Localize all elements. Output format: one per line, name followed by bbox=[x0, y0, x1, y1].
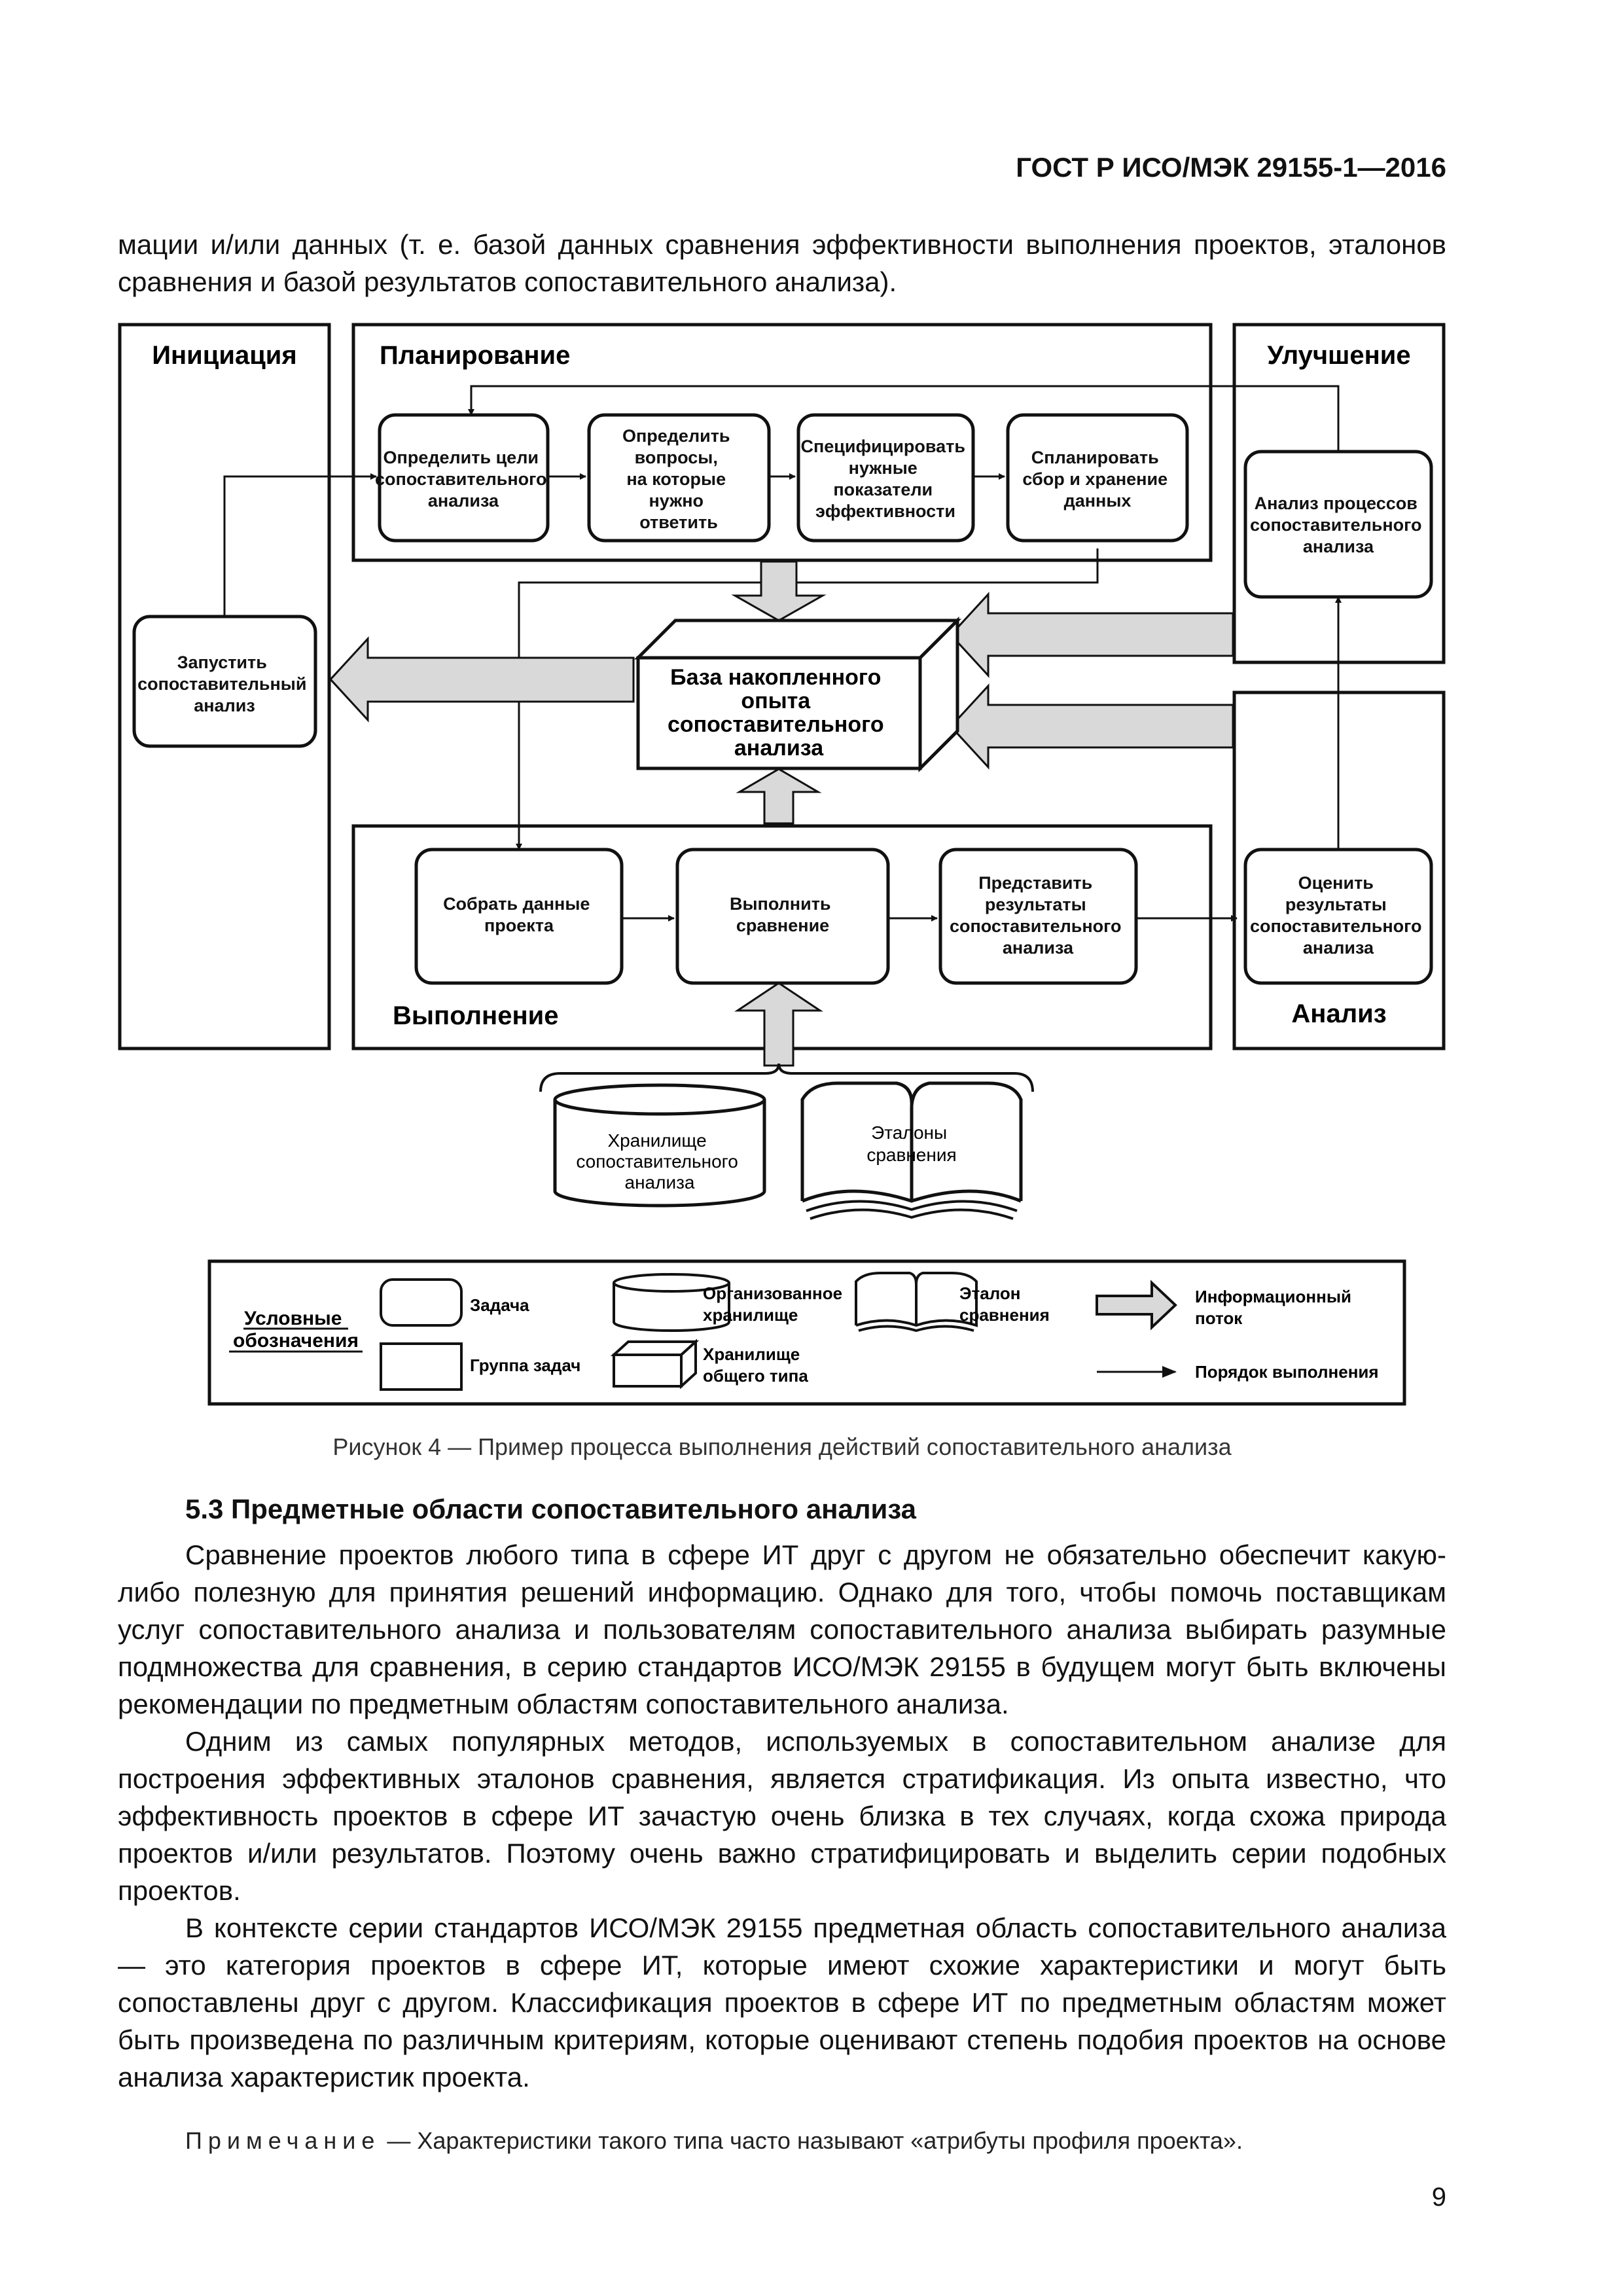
info-flow-planning-to-db bbox=[731, 560, 827, 622]
legend: Условные обозначения Задача Группа задач… bbox=[207, 1259, 1406, 1406]
task-plan-collection-text: Спланировать сбор и хранение данных bbox=[1022, 448, 1172, 511]
initiation-label: Инициация bbox=[152, 341, 296, 370]
flow-line-launch-to-goals bbox=[223, 473, 377, 617]
svg-text:Условные обозначения: Условные обозначения bbox=[233, 1308, 359, 1352]
legend-general-storage-label: Хранилище общего типа bbox=[703, 1344, 808, 1386]
intro-paragraph: мации и/или данных (т. е. базой данных с… bbox=[118, 229, 1446, 297]
info-flow-storage-to-execution bbox=[734, 982, 823, 1067]
info-flow-analysis-to-db bbox=[949, 683, 1234, 770]
info-flow-execution-to-db bbox=[736, 768, 822, 825]
legend-info-flow-icon bbox=[1096, 1280, 1177, 1331]
task-launch-analysis bbox=[132, 615, 317, 748]
improvement-label: Улучшение bbox=[1267, 341, 1410, 370]
storage-brace bbox=[539, 1063, 1034, 1092]
legend-title-1: Условные bbox=[244, 1308, 342, 1329]
legend-general-storage-icon bbox=[610, 1338, 700, 1390]
task-launch-text: Запустить сопоставительный анализ bbox=[137, 653, 312, 715]
legend-task-label: Задача bbox=[470, 1295, 529, 1315]
task-present-results-text: Представить результаты сопоставительного… bbox=[950, 873, 1126, 958]
legend-execution-order-label: Порядок выполнения bbox=[1195, 1362, 1379, 1382]
body-text: Сравнение проектов любого типа в сфере И… bbox=[118, 1536, 1446, 2096]
task-analyze-processes bbox=[1243, 450, 1433, 599]
execution-label: Выполнение bbox=[393, 1001, 558, 1030]
legend-title-2: обозначения bbox=[233, 1330, 359, 1352]
legend-info-flow-label: Информационный поток bbox=[1195, 1287, 1356, 1328]
paragraph: Одним из самых популярных методов, испол… bbox=[118, 1726, 1446, 1906]
benchmark-repository-cylinder: Хранилище сопоставительного анализа bbox=[553, 1083, 766, 1208]
legend-organized-storage-label: Организованное хранилище bbox=[703, 1283, 847, 1325]
process-diagram: Инициация Планирование Улучшение Выполне… bbox=[118, 323, 1446, 1406]
task-specify-indicators-text: Специфицировать нужные показатели эффект… bbox=[800, 437, 970, 521]
legend-organized-storage-icon bbox=[613, 1273, 730, 1332]
legend-task-icon bbox=[380, 1278, 463, 1327]
paragraph: В контексте серии стандартов ИСО/МЭК 291… bbox=[118, 1912, 1446, 2092]
legend-task-group-label: Группа задач bbox=[470, 1355, 580, 1375]
analysis-label: Анализ bbox=[1291, 999, 1386, 1028]
task-present-results bbox=[938, 848, 1138, 985]
task-compare-text: Выполнить сравнение bbox=[730, 894, 836, 935]
flow-line-analyze-to-goals bbox=[468, 385, 1340, 452]
page-header: ГОСТ Р ИСО/МЭК 29155-1—2016 bbox=[1016, 152, 1446, 183]
db-line-2: опыта bbox=[741, 689, 811, 713]
task-specify-indicators bbox=[796, 413, 975, 543]
section-title: 5.3 Предметные области сопоставительного… bbox=[185, 1494, 917, 1524]
svg-text:Хранилище сопоставительн: Хранилище сопоставительного анализа bbox=[576, 1130, 743, 1193]
legend-benchmark-icon bbox=[855, 1272, 978, 1333]
note-label: Примечание bbox=[185, 2127, 381, 2154]
svg-text:База накопленного опыта: База накопленного опыта сопоставительног… bbox=[668, 665, 890, 761]
task-define-questions bbox=[587, 413, 771, 543]
task-evaluate-results bbox=[1243, 848, 1433, 985]
task-define-goals bbox=[378, 413, 550, 543]
legend-task-group-icon bbox=[380, 1342, 463, 1391]
figure-caption: Рисунок 4 — Пример процесса выполнения д… bbox=[332, 1433, 1232, 1460]
task-analyze-processes-text: Анализ процессов сопоставительного анали… bbox=[1250, 493, 1427, 556]
benchmark-experience-database: База накопленного опыта сопоставительног… bbox=[633, 616, 962, 773]
task-collect-data bbox=[414, 848, 624, 985]
note-text: — Характеристики такого типа часто назыв… bbox=[380, 2127, 1243, 2154]
planning-group bbox=[351, 323, 1213, 562]
task-compare bbox=[675, 848, 890, 985]
flow-line-plan-to-collect bbox=[516, 548, 1099, 850]
note: Примечание — Характеристики такого типа … bbox=[185, 2127, 1243, 2155]
task-define-goals-text: Определить цели сопоставительного анализ… bbox=[375, 448, 552, 511]
info-flow-db-to-launch bbox=[329, 636, 635, 723]
paragraph: Сравнение проектов любого типа в сфере И… bbox=[118, 1539, 1446, 1719]
db-line-3: сопоставительного bbox=[668, 712, 884, 737]
info-flow-improvement-to-db bbox=[949, 592, 1234, 678]
task-plan-collection bbox=[1006, 413, 1189, 543]
task-define-questions-text: Определить вопросы, на которые нужно отв… bbox=[622, 426, 735, 532]
benchmarks-book-icon bbox=[800, 1081, 1023, 1220]
db-line-4: анализа bbox=[734, 736, 824, 761]
task-collect-data-text: Собрать данные проекта bbox=[443, 894, 595, 935]
task-evaluate-results-text: Оценить результаты сопоставительного ана… bbox=[1250, 873, 1427, 958]
planning-label: Планирование bbox=[380, 341, 570, 370]
page-number: 9 bbox=[1431, 2183, 1446, 2212]
db-line-1: База накопленного bbox=[670, 665, 881, 690]
initiation-group bbox=[118, 323, 331, 1050]
legend-benchmark-label: Эталон сравнения bbox=[959, 1283, 1050, 1325]
benchmarks-label: Эталоны сравнения bbox=[866, 1122, 956, 1165]
